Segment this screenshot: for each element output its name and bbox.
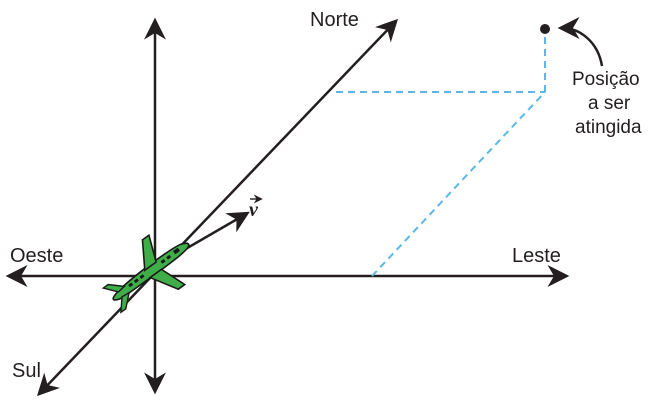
label-west: Oeste (10, 245, 63, 267)
target-pointer-arrow (557, 17, 604, 67)
label-south: Sul (12, 360, 41, 382)
north-south-axis (36, 18, 399, 397)
target-label-line1: Posição (572, 69, 640, 90)
target-label-line3: atingida (575, 117, 642, 138)
target-dot (540, 24, 550, 34)
velocity-label: v (249, 194, 263, 221)
target-label-line2: a ser (588, 93, 631, 114)
airplane-icon (101, 233, 190, 314)
label-north: Norte (310, 9, 359, 31)
dashed-guides (336, 31, 546, 277)
svg-text:v: v (249, 199, 259, 221)
label-east: Leste (512, 245, 561, 267)
